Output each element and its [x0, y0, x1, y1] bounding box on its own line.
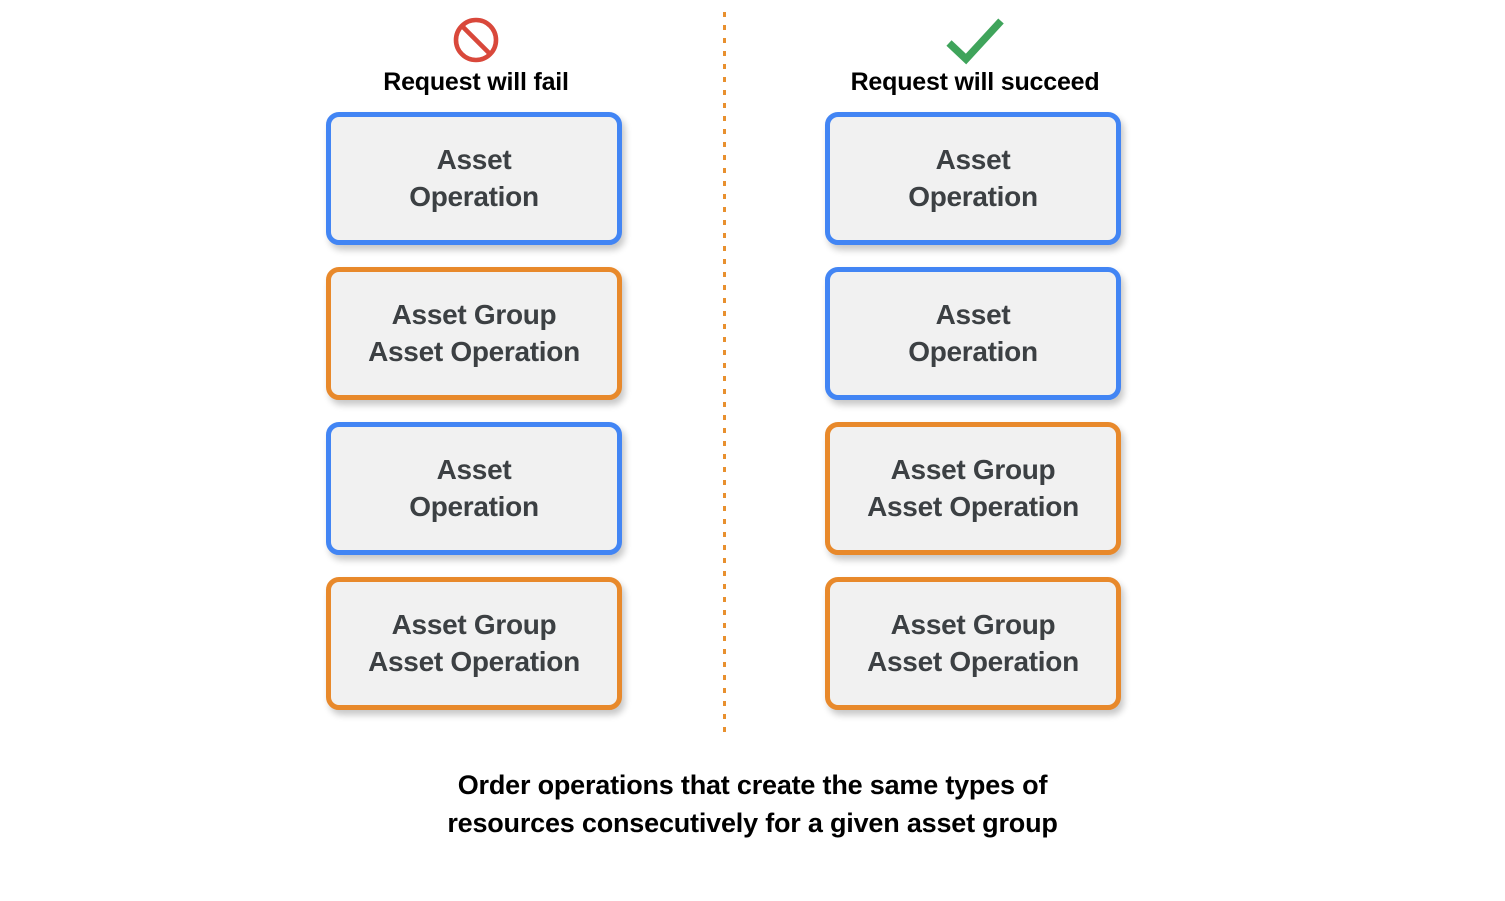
column-header-succeed: Request will succeed [825, 14, 1125, 97]
card-stack-succeed: Asset Operation Asset Operation Asset Gr… [825, 112, 1121, 732]
card-asset-group-asset-operation[interactable]: Asset Group Asset Operation [825, 422, 1121, 555]
vertical-dotted-divider [723, 12, 726, 735]
card-label: Asset Group Asset Operation [867, 608, 1079, 677]
card-label: Asset Operation [908, 143, 1038, 212]
card-asset-operation[interactable]: Asset Operation [326, 422, 622, 555]
card-asset-group-asset-operation[interactable]: Asset Group Asset Operation [326, 577, 622, 710]
card-stack-fail: Asset Operation Asset Group Asset Operat… [326, 112, 622, 732]
column-header-fail: Request will fail [326, 14, 626, 97]
column-label-fail: Request will fail [383, 68, 569, 96]
card-asset-operation[interactable]: Asset Operation [825, 112, 1121, 245]
checkmark-icon [943, 14, 1007, 66]
card-asset-operation[interactable]: Asset Operation [825, 267, 1121, 400]
card-asset-group-asset-operation[interactable]: Asset Group Asset Operation [825, 577, 1121, 710]
card-label: Asset Group Asset Operation [368, 608, 580, 677]
card-label: Asset Operation [908, 298, 1038, 367]
card-label: Asset Operation [409, 453, 539, 522]
card-label: Asset Group Asset Operation [867, 453, 1079, 522]
diagram-caption: Order operations that create the same ty… [447, 770, 1058, 839]
card-label: Asset Group Asset Operation [368, 298, 580, 367]
prohibition-icon [451, 14, 501, 66]
column-label-succeed: Request will succeed [850, 68, 1100, 96]
card-asset-operation[interactable]: Asset Operation [326, 112, 622, 245]
card-label: Asset Operation [409, 143, 539, 212]
card-asset-group-asset-operation[interactable]: Asset Group Asset Operation [326, 267, 622, 400]
